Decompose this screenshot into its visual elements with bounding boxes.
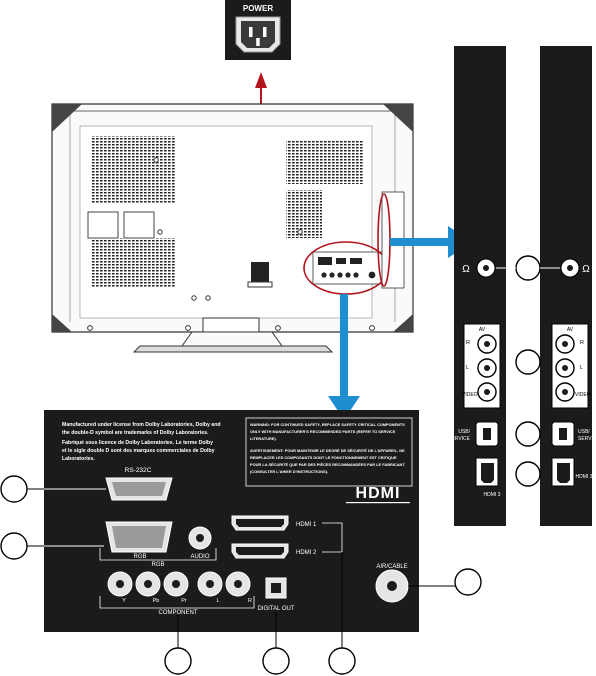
side-callouts <box>496 255 560 487</box>
svg-text:DIGITAL OUT: DIGITAL OUT <box>257 606 294 612</box>
svg-text:USB/: USB/ <box>578 429 590 435</box>
svg-text:POUR LA SÉCURITÉ QUE PAR DES P: POUR LA SÉCURITÉ QUE PAR DES PIÈCES RECO… <box>250 462 405 467</box>
svg-text:Fabriqué sous licence de Dolby: Fabriqué sous licence de Dolby Laborator… <box>62 440 213 446</box>
warning-box <box>245 417 413 487</box>
svg-text:VIDEO: VIDEO <box>462 392 478 398</box>
headphone-icon: Ω <box>582 264 590 275</box>
side-panel-right: Ω AV R L VIDEO USB/ SERVICE HDMI 3 <box>540 46 596 526</box>
svg-text:L: L <box>580 365 583 371</box>
power-inset: POWER <box>225 0 291 60</box>
svg-text:REMPLACER LES COMPOSANTS DONT: REMPLACER LES COMPOSANTS DONT LE FONCTIO… <box>250 455 397 460</box>
rear-panel: Manufactured under license from Dolby La… <box>44 410 419 632</box>
svg-text:VIDEO: VIDEO <box>575 392 591 398</box>
svg-text:AVERTISSEMENT: POUR MAINTENIR: AVERTISSEMENT: POUR MAINTENIR LE DEGRÉ D… <box>250 448 405 453</box>
svg-text:SERVICE: SERVICE <box>448 436 471 442</box>
component-ports <box>107 571 251 597</box>
svg-text:AIR/CABLE: AIR/CABLE <box>376 564 407 570</box>
svg-text:USB/: USB/ <box>458 429 470 435</box>
svg-text:Y: Y <box>122 598 126 604</box>
dolby-text: Manufactured under license from Dolby La… <box>62 422 221 428</box>
svg-text:Laboratories.: Laboratories. <box>62 456 95 462</box>
svg-text:HDMI 1: HDMI 1 <box>296 522 317 528</box>
svg-text:R: R <box>466 340 470 346</box>
power-label: POWER <box>243 4 273 13</box>
headphone-icon: Ω <box>462 264 470 275</box>
svg-text:ONLY WITH MANUFACTURER'S RECOM: ONLY WITH MANUFACTURER'S RECOMMENDED PAR… <box>250 429 396 434</box>
svg-text:RGB: RGB <box>151 562 164 568</box>
svg-text:HDMI 3: HDMI 3 <box>484 492 501 498</box>
blue-arrow-down-icon <box>328 294 360 420</box>
svg-text:R: R <box>248 598 252 604</box>
svg-text:Pr: Pr <box>181 598 187 604</box>
av-label: AV <box>479 327 486 333</box>
rs232c-label: RS-232C <box>125 467 152 474</box>
svg-text:R: R <box>580 340 584 346</box>
svg-text:(CONSULTER L'AHIER D'INSTRUCTI: (CONSULTER L'AHIER D'INSTRUCTIONS). <box>250 469 328 474</box>
svg-text:LITERATURE).: LITERATURE). <box>250 436 277 441</box>
svg-text:Pb: Pb <box>153 598 160 604</box>
svg-text:RGB: RGB <box>133 554 146 560</box>
svg-text:et le sigle double D sont des: et le sigle double D sont des marques co… <box>62 448 215 454</box>
svg-text:HDMI 3: HDMI 3 <box>576 474 593 480</box>
svg-text:COMPONENT: COMPONENT <box>159 610 198 616</box>
svg-text:AV: AV <box>567 327 574 333</box>
hdmi-logo: HDMI <box>356 485 401 502</box>
svg-text:L: L <box>216 598 219 604</box>
svg-text:WARNING: FOR CONTINUED SAFETY,: WARNING: FOR CONTINUED SAFETY, REPLACE S… <box>250 422 405 427</box>
side-panel-left: Ω AV R L VIDEO USB/ SERVICE HDMI 3 <box>448 46 506 526</box>
svg-text:SERVICE: SERVICE <box>578 436 596 442</box>
svg-text:HDMI 2: HDMI 2 <box>296 550 317 556</box>
svg-text:L: L <box>466 365 469 371</box>
tv-rear <box>51 103 414 353</box>
svg-text:the double-D symbol are tradem: the double-D symbol are trademarks of Do… <box>62 430 209 436</box>
svg-text:AUDIO: AUDIO <box>190 554 209 560</box>
bottom-callouts <box>0 475 482 675</box>
